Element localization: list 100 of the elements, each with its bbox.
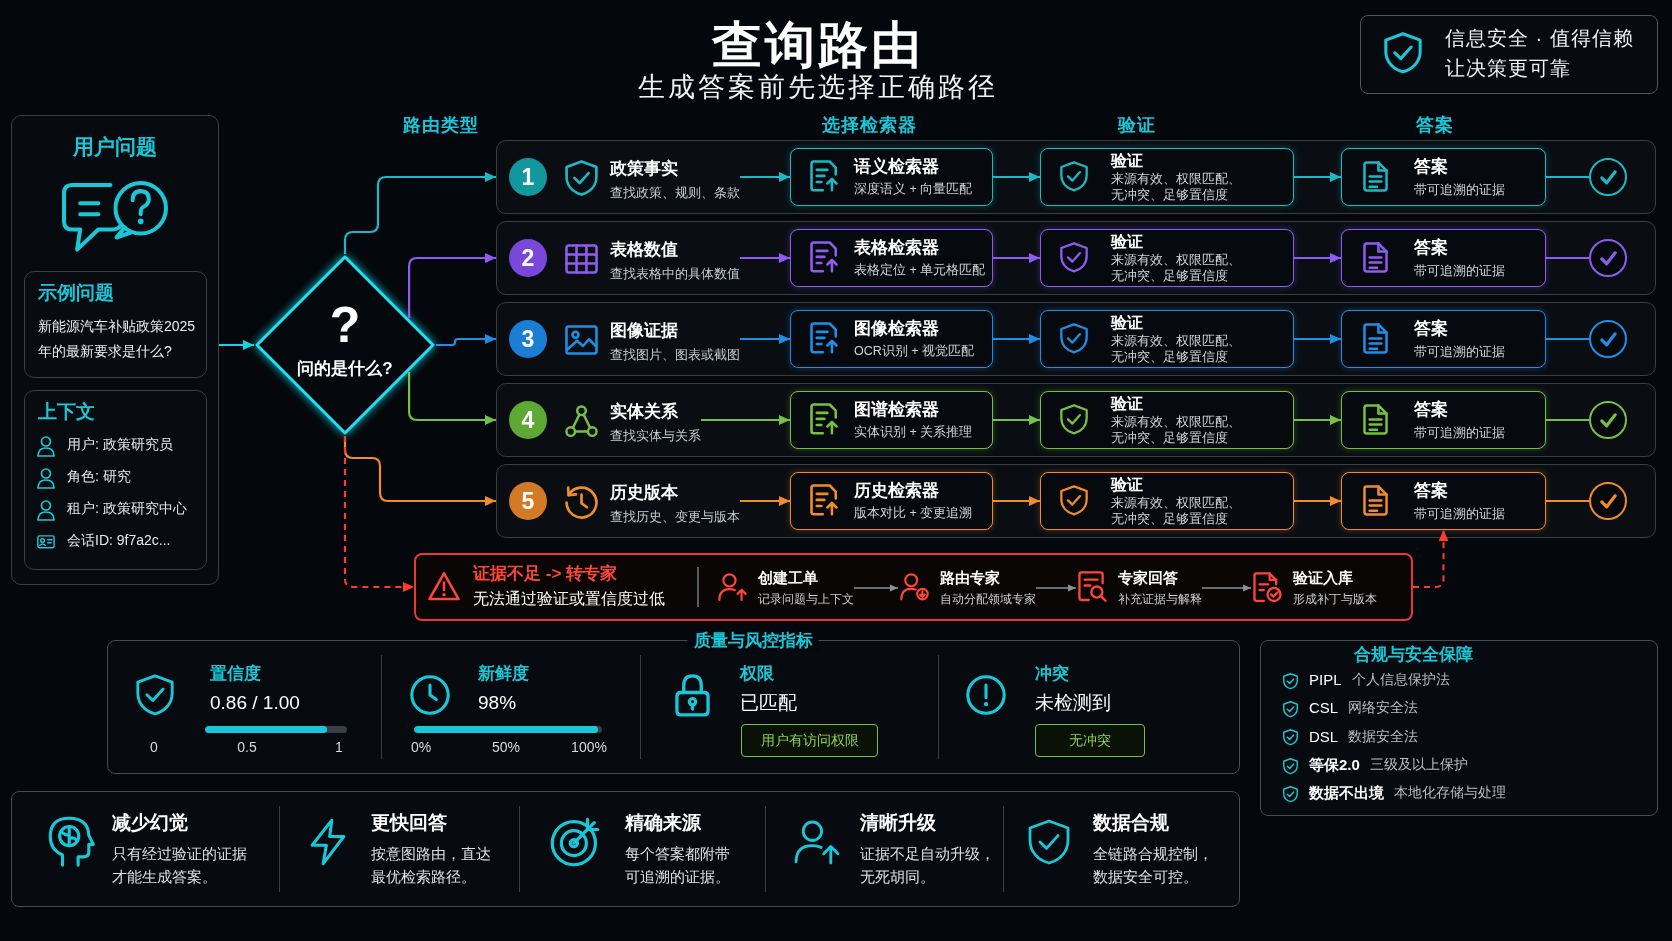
route-row xyxy=(496,221,1656,295)
answer-title: 答案 xyxy=(1414,237,1448,259)
number-badge: 3 xyxy=(509,320,547,358)
arrow xyxy=(739,172,791,182)
check-circle xyxy=(1589,158,1627,196)
arrow xyxy=(1293,334,1342,344)
context-item: 会话ID: 9f7a2c... xyxy=(67,532,171,550)
step-description: 补充证据与解释 xyxy=(1118,592,1202,607)
answer-description: 带可追溯的证据 xyxy=(1414,506,1505,523)
regulation-name: CSL xyxy=(1309,699,1339,719)
retriever-title: 语义检索器 xyxy=(854,156,939,178)
route-title: 实体关系 xyxy=(610,401,678,423)
route-title: 政策事实 xyxy=(610,158,678,180)
trust-badge xyxy=(1360,15,1658,94)
arrow xyxy=(992,415,1041,425)
regulation-description: 个人信息保护法 xyxy=(1352,672,1450,689)
number-badge: 4 xyxy=(509,401,547,439)
connector-line xyxy=(1545,419,1590,421)
answer-card xyxy=(1341,391,1546,449)
retriever-description: 版本对比 + 变更追溯 xyxy=(854,506,973,522)
question-mark: ? xyxy=(329,296,361,355)
subtitle: 生成答案前先选择正确路径 xyxy=(638,71,998,104)
answer-card xyxy=(1341,229,1546,287)
regulation-name: 数据不出境 xyxy=(1309,784,1384,803)
metric-name: 权限 xyxy=(740,663,774,685)
alert-title: 证据不足 -> 转专家 xyxy=(473,563,618,585)
column-header: 路由类型 xyxy=(403,114,479,137)
tick-label: 100% xyxy=(571,739,607,757)
regulation-description: 数据安全法 xyxy=(1348,728,1418,746)
arrow xyxy=(739,334,791,344)
step-description: 记录问题与上下文 xyxy=(758,592,854,607)
route-row xyxy=(496,140,1656,214)
answer-title: 答案 xyxy=(1414,156,1448,178)
context-item: 角色: 研究 xyxy=(67,468,131,486)
arrow xyxy=(853,584,899,592)
verification-criteria: 来源有效、权限匹配、无冲突、足够置信度 xyxy=(1111,252,1242,284)
verification-criteria: 来源有效、权限匹配、无冲突、足够置信度 xyxy=(1111,171,1242,203)
escalation-box xyxy=(414,553,1413,621)
retriever-description: OCR识别 + 视觉匹配 xyxy=(854,344,975,360)
arrow xyxy=(1293,253,1342,263)
regulation-name: 等保2.0 xyxy=(1309,755,1360,775)
route-row xyxy=(496,383,1656,457)
answer-card xyxy=(1341,472,1546,530)
title: 查询路由 xyxy=(712,16,924,73)
answer-description: 带可追溯的证据 xyxy=(1414,263,1505,280)
benefit-title: 数据合规 xyxy=(1093,811,1169,835)
context-item: 用户: 政策研究员 xyxy=(67,436,173,454)
connector-line xyxy=(1545,500,1590,502)
verification-box xyxy=(1040,391,1294,449)
benefit-title: 精确来源 xyxy=(625,811,701,835)
alert-description: 无法通过验证或置信度过低 xyxy=(473,589,665,609)
verification-title: 验证 xyxy=(1111,313,1143,333)
answer-card xyxy=(1341,310,1546,368)
connector-line xyxy=(1545,338,1590,340)
example-card xyxy=(24,271,207,378)
retriever-title: 图谱检索器 xyxy=(854,399,939,421)
decision-diamond xyxy=(254,254,436,436)
card-title: 上下文 xyxy=(38,400,95,424)
verification-title: 验证 xyxy=(1111,475,1143,495)
route-row xyxy=(496,302,1656,376)
arrow xyxy=(1293,172,1342,182)
slogan: 信息安全 · 值得信赖 xyxy=(1445,26,1634,51)
card-title: 示例问题 xyxy=(38,281,114,305)
retriever-title: 表格检索器 xyxy=(854,237,939,259)
question-panel xyxy=(11,115,219,585)
verification-criteria: 来源有效、权限匹配、无冲突、足够置信度 xyxy=(1111,495,1242,527)
metric-value: 0.86 / 1.00 xyxy=(210,691,300,715)
verification-box xyxy=(1040,310,1294,368)
answer-title: 答案 xyxy=(1414,480,1448,502)
route-description: 查找实体与关系 xyxy=(610,428,701,445)
arrow xyxy=(1201,584,1252,592)
arrow xyxy=(1412,529,1449,588)
verification-box xyxy=(1040,229,1294,287)
question-text: 新能源汽车补贴政策2025年的最新要求是什么? xyxy=(38,317,197,361)
benefit-description: 每个答案都附带可追溯的证据。 xyxy=(625,845,731,887)
arrow xyxy=(739,253,791,263)
status-tag: 用户有访问权限 xyxy=(741,724,878,757)
status-tag: 无冲突 xyxy=(1035,724,1145,757)
route-description: 查找历史、变更与版本 xyxy=(610,509,740,526)
benefit-title: 清晰升级 xyxy=(860,811,936,835)
regulation-description: 本地化存储与处理 xyxy=(1394,785,1506,803)
route-row xyxy=(496,464,1656,538)
retriever-title: 历史检索器 xyxy=(854,480,939,502)
check-circle xyxy=(1589,482,1627,520)
answer-description: 带可追溯的证据 xyxy=(1414,425,1505,442)
arrow xyxy=(992,172,1041,182)
regulation-name: PIPL xyxy=(1309,671,1342,690)
retriever-box xyxy=(790,310,993,368)
retriever-box xyxy=(790,148,993,206)
retriever-description: 表格定位 + 单元格匹配 xyxy=(854,263,986,279)
verification-box xyxy=(1040,472,1294,530)
connector-line xyxy=(1545,257,1590,259)
answer-description: 带可追溯的证据 xyxy=(1414,344,1505,361)
metric-value: 未检测到 xyxy=(1035,691,1111,715)
route-title: 表格数值 xyxy=(610,239,678,261)
tick-label: 0% xyxy=(410,739,432,757)
verification-box xyxy=(1040,148,1294,206)
retriever-description: 实体识别 + 关系推理 xyxy=(854,425,973,441)
decision-label: 问的是什么? xyxy=(297,358,393,380)
arrow xyxy=(992,496,1041,506)
